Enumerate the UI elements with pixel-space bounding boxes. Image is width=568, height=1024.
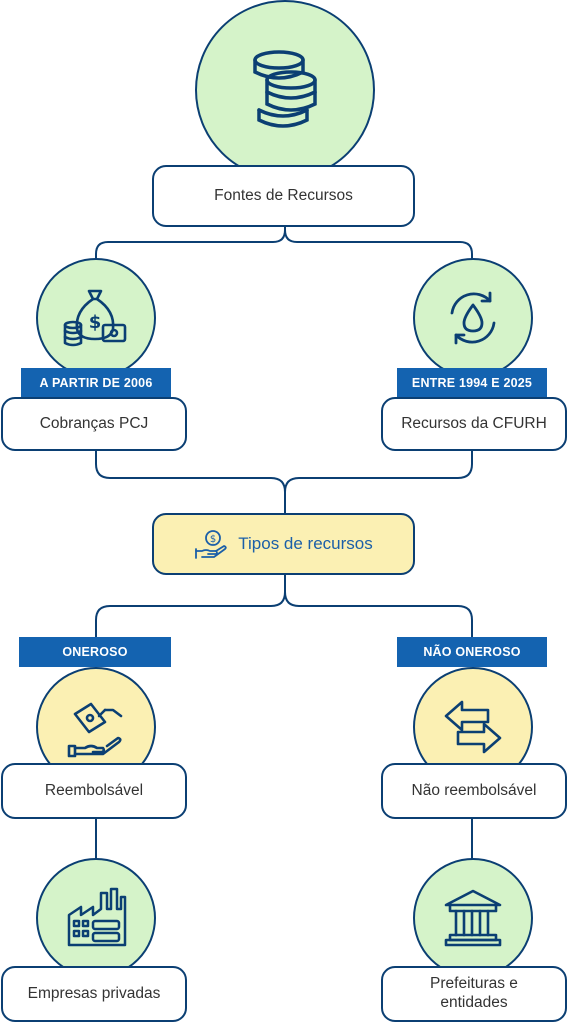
money-bag-icon: $ [63,289,127,347]
beneficiary-right-label: Prefeituras e entidades [430,975,518,1011]
branch-right-box: Não reembolsável [381,763,567,819]
source-right-box: Recursos da CFURH [381,397,567,451]
beneficiary-left-icon-circle [36,858,156,978]
beneficiary-left-box: Empresas privadas [1,966,187,1022]
source-right-icon-circle [413,258,533,378]
branch-left-box: Reembolsável [1,763,187,819]
source-right-banner-text: ENTRE 1994 E 2025 [411,376,533,390]
exchange-arrows-icon [444,700,502,754]
root-icon-circle [195,0,375,180]
branch-right-banner-text: NÃO ONEROSO [423,645,521,659]
source-left-banner: A PARTIR DE 2006 [21,368,171,398]
types-box: $ Tipos de recursos [152,513,415,575]
source-right-label: Recursos da CFURH [401,414,547,432]
water-cycle-icon [450,291,496,345]
government-building-icon [444,889,502,947]
branch-left-label: Reembolsável [44,781,144,799]
beneficiary-left-label: Empresas privadas [27,984,161,1002]
beneficiary-right-box: Prefeituras e entidades [381,966,567,1022]
beneficiary-right-icon-circle [413,858,533,978]
types-label: Tipos de recursos [238,533,373,553]
source-left-label: Cobranças PCJ [39,414,149,432]
branch-right-banner: NÃO ONEROSO [397,637,547,667]
source-right-banner: ENTRE 1994 E 2025 [397,368,547,398]
root-box: Fontes de Recursos [152,165,415,227]
source-left-icon-circle: $ [36,258,156,378]
coin-hand-icon: $ [195,530,227,559]
source-left-banner-text: A PARTIR DE 2006 [39,376,153,390]
money-handshake-icon [67,702,123,758]
branch-right-label: Não reembolsável [411,781,537,799]
svg-text:$: $ [89,312,102,333]
branch-left-banner: ONEROSO [19,637,171,667]
factory-icon [67,887,127,947]
branch-left-banner-text: ONEROSO [62,645,128,659]
root-label: Fontes de Recursos [214,186,353,204]
source-left-box: Cobranças PCJ [1,397,187,451]
coins-stack-icon [253,50,317,128]
svg-text:$: $ [210,534,216,545]
